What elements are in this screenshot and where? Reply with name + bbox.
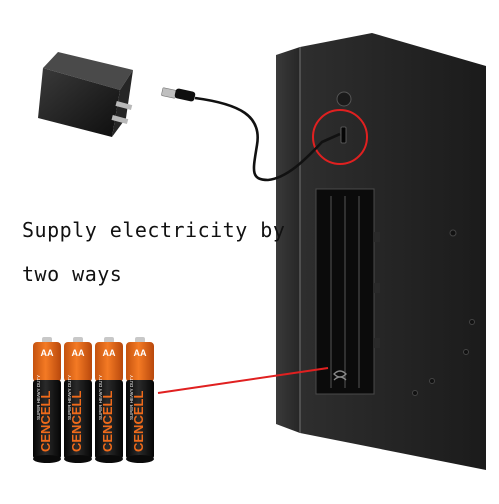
battery-orange-band bbox=[33, 342, 61, 382]
battery-orange-band bbox=[64, 342, 92, 382]
battery-black-band bbox=[33, 380, 61, 459]
adapter-prong bbox=[115, 100, 133, 110]
battery-terminal bbox=[135, 337, 145, 343]
caption-line-1: Supply electricity by bbox=[22, 218, 286, 242]
usb-plug-tip bbox=[161, 87, 177, 99]
battery-orange-band bbox=[95, 342, 123, 382]
device-side-panel bbox=[276, 47, 300, 433]
battery-terminal bbox=[73, 337, 83, 343]
battery-size-label: AA bbox=[41, 348, 54, 358]
battery-black-band bbox=[95, 380, 123, 459]
battery-brand-label: CENCELL bbox=[131, 391, 146, 452]
battery-type-label: SUPER HEAVY DUTY bbox=[67, 375, 72, 420]
mount-hole bbox=[336, 91, 352, 107]
battery-brand-label: CENCELL bbox=[38, 391, 53, 452]
usb-cable bbox=[161, 87, 341, 182]
battery-terminal bbox=[42, 337, 52, 343]
battery-brand-label: CENCELL bbox=[100, 391, 115, 452]
device-box bbox=[276, 33, 486, 470]
battery-terminal bbox=[104, 337, 114, 343]
adapter-prong bbox=[111, 114, 129, 124]
battery-type-label: SUPER HEAVY DUTY bbox=[36, 375, 41, 420]
wall-adapter bbox=[38, 52, 133, 137]
usb-plug-housing bbox=[174, 88, 196, 102]
battery-pointer-line bbox=[157, 367, 329, 394]
battery-spring bbox=[333, 370, 347, 381]
battery-type-label: SUPER HEAVY DUTY bbox=[98, 375, 103, 420]
battery-orange-band bbox=[126, 342, 154, 382]
usb-port bbox=[340, 126, 347, 144]
battery-black-band bbox=[126, 380, 154, 459]
battery-size-label: AA bbox=[134, 348, 147, 358]
caption-line-2: two ways bbox=[22, 262, 123, 286]
battery-size-label: AA bbox=[72, 348, 85, 358]
battery-size-label: AA bbox=[103, 348, 116, 358]
battery-black-band bbox=[64, 380, 92, 459]
battery-brand-label: CENCELL bbox=[69, 391, 84, 452]
battery-type-label: SUPER HEAVY DUTY bbox=[129, 375, 134, 420]
port-highlight-circle bbox=[312, 109, 368, 165]
